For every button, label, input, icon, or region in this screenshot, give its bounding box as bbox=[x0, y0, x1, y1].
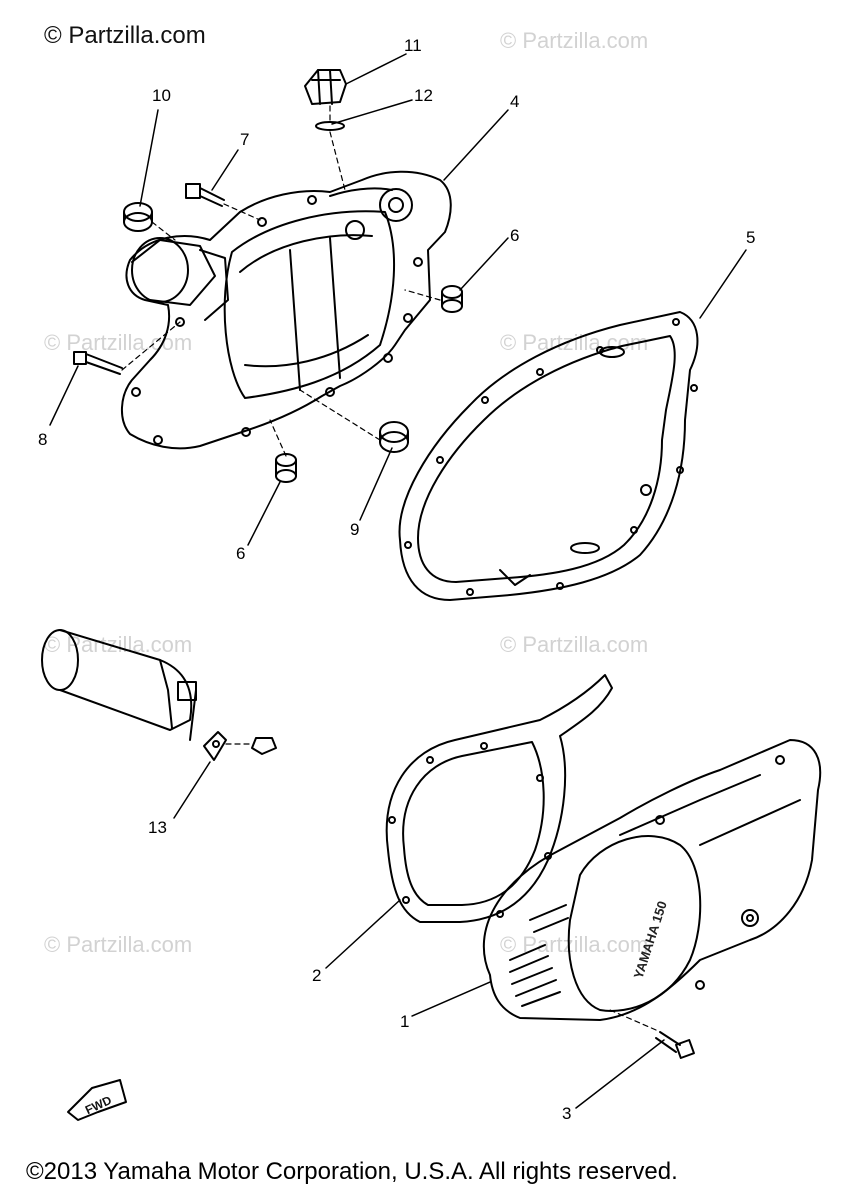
callout-13: 13 bbox=[148, 818, 167, 837]
leader-lines bbox=[49, 53, 747, 1109]
gasket-5 bbox=[398, 311, 699, 601]
callout-4: 4 bbox=[510, 92, 520, 111]
callout-6-lower: 6 bbox=[236, 544, 246, 563]
bolt-7 bbox=[185, 183, 225, 207]
copyright-notice: ©2013 Yamaha Motor Corporation, U.S.A. A… bbox=[26, 1158, 678, 1185]
callout-1: 1 bbox=[400, 1012, 410, 1031]
dowel-pin-6-upper bbox=[441, 285, 463, 313]
bolt-8 bbox=[73, 351, 123, 375]
callout-8: 8 bbox=[38, 430, 48, 449]
fwd-label: FWD bbox=[83, 1093, 114, 1117]
callout-5: 5 bbox=[746, 228, 756, 247]
callout-10: 10 bbox=[152, 86, 171, 105]
watermark: © Partzilla.com bbox=[44, 932, 193, 957]
callout-2: 2 bbox=[312, 966, 322, 985]
oil-seal-10 bbox=[123, 202, 153, 232]
crankcase-cover-4 bbox=[121, 170, 452, 450]
dowel-pin-6-lower bbox=[275, 453, 297, 483]
watermark: © Partzilla.com bbox=[500, 28, 649, 53]
watermark: © Partzilla.com bbox=[44, 632, 193, 657]
watermark-top: © Partzilla.com bbox=[44, 22, 206, 49]
ignition-coil-13 bbox=[41, 629, 277, 761]
oil-seal-9 bbox=[379, 421, 409, 453]
callout-11: 11 bbox=[404, 36, 422, 55]
cover-logo: YAMAHA 150 bbox=[631, 899, 670, 980]
watermark: © Partzilla.com bbox=[44, 330, 193, 355]
filler-cap-11 bbox=[304, 69, 347, 105]
gasket-2 bbox=[385, 674, 613, 923]
callout-7: 7 bbox=[240, 130, 250, 149]
watermark: © Partzilla.com bbox=[500, 632, 649, 657]
callout-6-upper: 6 bbox=[510, 226, 520, 245]
callout-12: 12 bbox=[414, 86, 433, 105]
screw-3 bbox=[655, 1031, 695, 1059]
assembly-lines bbox=[121, 105, 657, 1031]
callout-9: 9 bbox=[350, 520, 360, 539]
callout-3: 3 bbox=[562, 1104, 572, 1123]
fwd-arrow-tag bbox=[67, 1079, 127, 1121]
o-ring-12 bbox=[315, 121, 345, 131]
side-cover-1 bbox=[482, 739, 822, 1021]
